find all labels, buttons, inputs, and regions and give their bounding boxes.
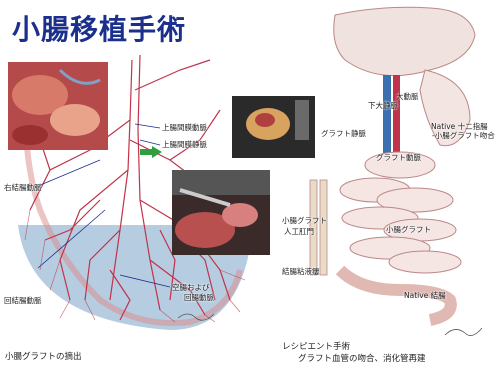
label-right-colic: 右結腸動脈 [4,184,42,192]
right-illustration [310,7,482,335]
label-native-colon: Native 結腸 [404,292,446,300]
label-stoma-2: 人工肛門 [284,228,314,236]
caption-right-2: グラフト血管の吻合、消化管再建 [298,352,426,364]
label-jejunal-2: 回腸動脈 [184,294,214,302]
label-graft: 小腸グラフト [386,226,431,234]
label-stoma-1: 小腸グラフト [282,217,327,225]
label-native-duod-1: Native 十二指腸 [431,123,488,131]
label-graft-vein: グラフト静脈 [321,130,366,138]
surgical-photo-2 [232,96,315,158]
label-sma: 上腸間膜動脈 [162,124,207,132]
label-graft-artery: グラフト動脈 [376,154,421,162]
label-ivc: 下大静脈 [368,102,398,110]
label-aorta: 大動脈 [396,93,419,101]
label-smv: 上腸間膜静脈 [162,141,207,149]
label-native-duod-2: -小腸グラフト吻合 [432,132,495,140]
label-jejunal-1: 空腸および [172,284,210,292]
surgical-photo-1 [8,62,108,150]
surgical-photo-3 [172,170,270,255]
label-colostomy: 結腸粘液瘻 [282,268,320,276]
caption-left: 小腸グラフトの摘出 [5,350,82,362]
green-arrow-icon [140,146,162,158]
page-title: 小腸移植手術 [12,8,186,48]
label-ileocolic: 回結腸動脈 [4,297,42,305]
caption-right-1: レシピエント手術 [282,340,350,352]
